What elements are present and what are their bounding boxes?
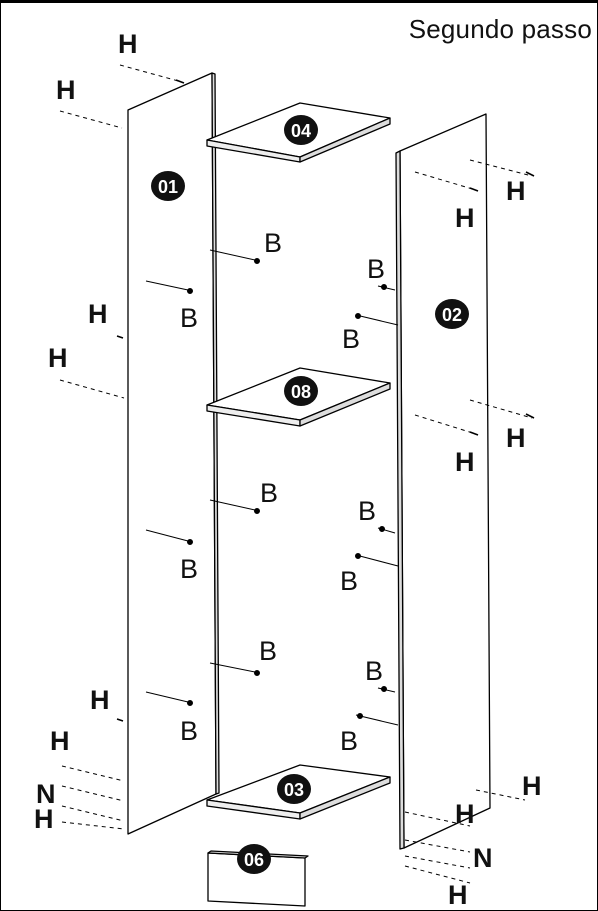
part-label-06: 06 [244,850,264,870]
hardware-label-b: B [180,554,198,584]
hardware-label-n: N [473,843,493,873]
hardware-label-h: H [448,880,468,910]
hardware-label-b: B [180,716,198,746]
hardware-label-b: B [342,324,360,354]
hardware-label-b: B [259,636,277,666]
hardware-label-h: H [506,423,526,453]
hardware-label-h: H [48,343,68,373]
hardware-label-b: B [367,254,385,284]
part-badge-02 [435,299,469,329]
hardware-label-h: H [34,804,54,834]
hardware-label-b: B [358,496,376,526]
part-badge-08 [284,376,318,406]
hardware-label-h: H [522,771,542,801]
hardware-label-b: B [340,726,358,756]
hardware-label-b: B [340,566,358,596]
part-badge-03 [277,774,311,804]
hardware-label-n: N [36,779,56,809]
hardware-label-h: H [90,685,110,715]
hardware-label-h: H [455,799,475,829]
hardware-label-h: H [455,203,475,233]
part-label-02: 02 [442,305,462,325]
part-badge-04 [284,115,318,145]
hardware-label-b: B [264,228,282,258]
part-label-04: 04 [291,121,311,141]
side-panel-02 [399,113,491,849]
hardware-label-h: H [455,447,475,477]
hardware-label-h: H [118,29,138,59]
hardware-label-h: H [506,176,526,206]
part-label-08: 08 [291,382,311,402]
step-title: Segundo passo [408,14,592,44]
hardware-label-h: H [56,75,76,105]
part-badge-06 [237,844,271,874]
hardware-label-b: B [180,303,198,333]
side-panel-01-edge [211,72,220,795]
part-label-03: 03 [284,780,304,800]
hardware-label-b: B [260,478,278,508]
side-panel-02-edge [395,150,405,850]
part-badge-01 [151,171,185,201]
hardware-label-b: B [365,656,383,686]
hardware-label-h: H [88,299,108,329]
part-label-01: 01 [158,177,178,197]
hardware-label-h: H [50,726,70,756]
top-border [0,0,598,3]
